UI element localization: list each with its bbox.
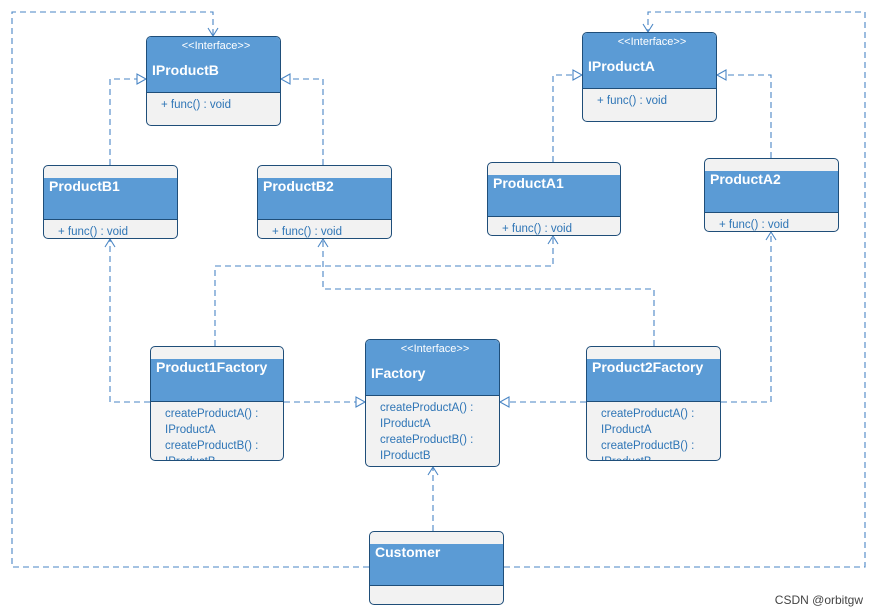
- edge-line: [11, 11, 369, 568]
- realization-product1factory-ifactory: [284, 396, 367, 408]
- class-operations: + func() : void: [705, 213, 838, 231]
- class-operations: + func() : void: [147, 93, 280, 113]
- edge-line: [504, 11, 866, 568]
- realization-productb1-iproductb: [109, 73, 148, 165]
- class-product2factory: Product2Factory createProductA() : IProduc…: [586, 346, 721, 461]
- realization-productb2-iproductb: [279, 73, 324, 165]
- class-header: Product1Factory: [151, 359, 283, 402]
- operation: IProductB: [380, 450, 431, 462]
- edge-line: [290, 78, 324, 165]
- class-name: Product2Factory: [592, 359, 704, 375]
- class-operations: createProductA() : IProductA createProduct…: [366, 396, 499, 464]
- class-header: <<Interface>> IProductB: [147, 37, 280, 93]
- hollow-triangle-arrowhead: [136, 73, 148, 85]
- class-header: ProductB2: [258, 178, 391, 220]
- operation: + func() : void: [597, 95, 667, 107]
- class-product1factory: Product1Factory createProductA() : IProduc…: [150, 346, 284, 461]
- class-operations: createProductA() : IProductA createProduct…: [151, 402, 283, 460]
- class-operations: createProductA() : IProductA createProduct…: [587, 402, 720, 460]
- dependency-customer-ifactory: [427, 465, 439, 531]
- class-name: Customer: [375, 544, 441, 560]
- operation: + func() : void: [272, 226, 342, 238]
- operation: + func() : void: [58, 226, 128, 238]
- class-header: ProductA2: [705, 171, 838, 213]
- operation: + func() : void: [161, 99, 231, 111]
- stereotype-label: <<Interface>>: [400, 343, 470, 355]
- edge-line: [721, 232, 772, 403]
- dependency-product1factory-productb1: [104, 237, 150, 403]
- edge-line: [322, 239, 655, 346]
- operation: + func() : void: [502, 223, 572, 235]
- edge-line: [552, 74, 573, 162]
- class-operations: + func() : void: [488, 217, 620, 235]
- hollow-triangle-arrowhead: [498, 396, 510, 408]
- class-operations: + func() : void: [258, 220, 391, 238]
- open-arrowhead: [427, 465, 439, 476]
- realization-producta1-iproducta: [552, 69, 584, 162]
- class-name: IFactory: [371, 365, 426, 381]
- class-name: ProductB1: [49, 178, 120, 194]
- class-header: <<Interface>> IProductA: [583, 33, 716, 89]
- class-name: ProductA2: [710, 171, 781, 187]
- realization-product2factory-ifactory: [498, 396, 586, 408]
- open-arrowhead: [317, 237, 329, 248]
- operation: createProductA() :: [601, 408, 695, 420]
- edge-line: [726, 74, 772, 158]
- operation: createProductA() :: [380, 402, 474, 414]
- class-iproducta: <<Interface>> IProductA + func() : void: [582, 32, 717, 122]
- class-header: Product2Factory: [587, 359, 720, 402]
- stereotype-label: <<Interface>>: [181, 40, 251, 52]
- open-arrowhead: [547, 234, 559, 245]
- watermark: CSDN @orbitgw: [774, 593, 863, 607]
- operation: createProductB() :: [380, 434, 474, 446]
- class-operations: [370, 586, 503, 590]
- dependency-product1factory-producta1: [214, 234, 559, 346]
- class-name: IProductA: [588, 58, 655, 74]
- hollow-triangle-arrowhead: [279, 73, 291, 85]
- open-arrowhead: [104, 237, 116, 248]
- class-ifactory: <<Interface>> IFactory createProductA() : I…: [365, 339, 500, 467]
- class-name: Product1Factory: [156, 359, 268, 375]
- class-productb2: ProductB2 + func() : void: [257, 165, 392, 239]
- operation: createProductB() :: [165, 440, 259, 452]
- operation: IProductA: [165, 424, 216, 436]
- class-operations: + func() : void: [583, 89, 716, 109]
- operation: IProductA: [380, 418, 431, 430]
- class-operations: + func() : void: [44, 220, 177, 238]
- hollow-triangle-arrowhead: [572, 69, 584, 81]
- hollow-triangle-arrowhead: [355, 396, 367, 408]
- open-arrowhead: [765, 230, 777, 241]
- class-iproductb: <<Interface>> IProductB + func() : void: [146, 36, 281, 126]
- hollow-triangle-arrowhead: [715, 69, 727, 81]
- class-name: ProductA1: [493, 175, 564, 191]
- class-header: ProductB1: [44, 178, 177, 220]
- dependency-product2factory-producta2: [721, 230, 777, 403]
- class-producta2: ProductA2 + func() : void: [704, 158, 839, 232]
- operation: IProductB: [165, 454, 277, 460]
- edge-line: [214, 236, 554, 346]
- operation: + func() : void: [719, 219, 789, 231]
- operation: IProductA: [601, 424, 652, 436]
- class-header: Customer: [370, 544, 503, 586]
- class-customer: Customer: [369, 531, 504, 605]
- class-productb1: ProductB1 + func() : void: [43, 165, 178, 239]
- realization-producta2-iproducta: [715, 69, 772, 158]
- stereotype-label: <<Interface>>: [617, 36, 687, 48]
- class-name: ProductB2: [263, 178, 334, 194]
- class-name: IProductB: [152, 62, 219, 78]
- class-producta1: ProductA1 + func() : void: [487, 162, 621, 236]
- operation: IProductB: [601, 454, 714, 460]
- edge-line: [109, 239, 150, 403]
- class-header: ProductA1: [488, 175, 620, 217]
- edge-line: [109, 78, 137, 165]
- class-header: <<Interface>> IFactory: [366, 340, 499, 396]
- operation: createProductB() :: [601, 440, 695, 452]
- dependency-product2factory-productb2: [317, 237, 655, 346]
- operation: createProductA() :: [165, 408, 259, 420]
